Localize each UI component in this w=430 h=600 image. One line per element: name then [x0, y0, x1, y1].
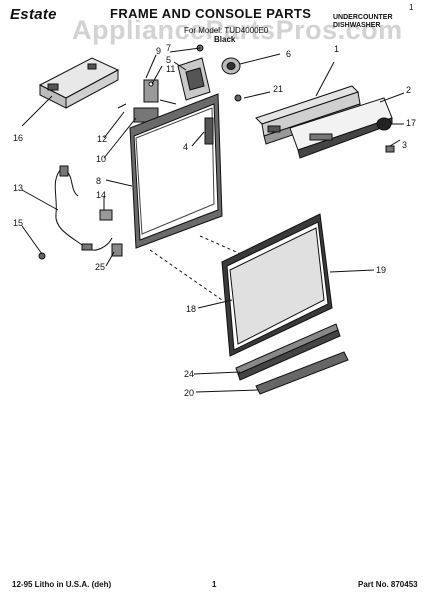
callout-11: 11: [166, 64, 175, 74]
page-number: 1: [212, 580, 217, 589]
callout-2: 2: [406, 85, 411, 95]
part-6-hub: [221, 57, 241, 75]
part-3-clip: [385, 145, 395, 153]
callout-15: 15: [13, 218, 23, 228]
litho-note: 12-95 Litho in U.S.A. (deh): [12, 580, 112, 589]
callout-21: 21: [273, 84, 283, 94]
corner-mark: 1: [409, 3, 414, 12]
callout-4: 4: [183, 142, 188, 152]
product-line-1: UNDERCOUNTER: [333, 14, 393, 21]
part-20-bottom-trim: [255, 351, 349, 395]
part-13-wire-harness: [54, 165, 113, 251]
callout-20: 20: [184, 388, 194, 398]
part-8-door-frame: [129, 93, 223, 249]
part-12-screw: [117, 103, 127, 109]
part-9-latch-hook: [143, 79, 159, 103]
part-21-screw: [234, 94, 242, 102]
part-24-trim: [235, 323, 341, 381]
part-15-screw: [38, 252, 46, 260]
callout-18: 18: [186, 304, 196, 314]
callout-13: 13: [13, 183, 23, 193]
callout-19: 19: [376, 265, 386, 275]
brand-logo: Estate: [10, 6, 57, 23]
callout-3: 3: [402, 140, 407, 150]
part-16-bracket: [38, 57, 120, 109]
callout-16: 16: [13, 133, 23, 143]
part-5-switch-block: [177, 57, 211, 101]
callout-1: 1: [334, 44, 339, 54]
callout-5: 5: [166, 55, 171, 65]
callout-10: 10: [96, 154, 106, 164]
part-17-knob: [376, 117, 392, 131]
callout-12: 12: [97, 134, 107, 144]
callout-8: 8: [96, 176, 101, 186]
part-14-switch: [99, 209, 113, 221]
callout-17: 17: [406, 118, 416, 128]
callout-24: 24: [184, 369, 194, 379]
color-line: Black: [214, 35, 236, 44]
part-number: Part No. 870453: [358, 580, 418, 589]
watermark: AppliancePartsPros.com: [72, 15, 403, 45]
callout-labels: 16 9 11 7 5 6 1 2 17 3 21 12 10 4 8 13 1…: [13, 43, 416, 398]
product-type: UNDERCOUNTER DISHWASHER: [333, 14, 393, 30]
page-title: FRAME AND CONSOLE PARTS: [110, 6, 312, 21]
callout-14: 14: [96, 190, 106, 200]
callout-6: 6: [286, 49, 291, 59]
callout-7: 7: [166, 43, 171, 53]
part-19-door-panel: [221, 213, 333, 357]
part-25-clip: [111, 243, 123, 257]
product-line-2: DISHWASHER: [333, 22, 381, 29]
callout-9: 9: [156, 46, 161, 56]
callout-25: 25: [95, 262, 105, 272]
model-line: For Model: TUD4000E0: [184, 26, 269, 35]
